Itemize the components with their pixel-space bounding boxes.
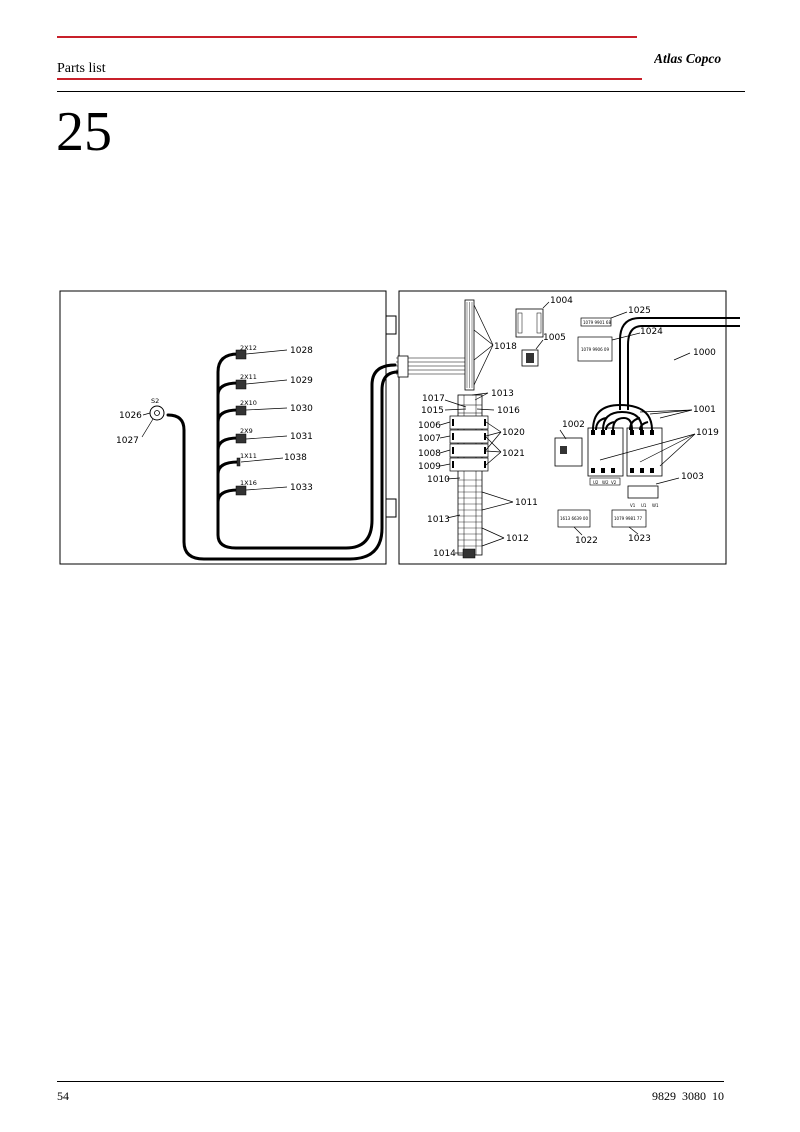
callout-1013-top: 1013 <box>491 389 514 399</box>
footer-rule <box>57 1081 724 1082</box>
door-panel <box>59 290 387 565</box>
callout-1027: 1027 <box>116 436 139 446</box>
callout-1024: 1024 <box>640 327 663 337</box>
terminal-v2: V2 <box>611 480 617 485</box>
header-bottom-rule <box>57 78 642 80</box>
plate-1024: 1079 9906 09 <box>581 347 609 352</box>
callout-1002: 1002 <box>562 420 585 430</box>
callout-1021: 1021 <box>502 449 525 459</box>
callout-1022: 1022 <box>575 536 598 546</box>
section-number: 25 <box>56 101 112 163</box>
callout-1020: 1020 <box>502 428 525 438</box>
connector-2x9: 2X9 <box>240 427 253 435</box>
connector-2x11: 2X11 <box>240 373 257 381</box>
callout-1016: 1016 <box>497 406 520 416</box>
callout-1038: 1038 <box>284 453 307 463</box>
callout-1000: 1000 <box>693 348 716 358</box>
terminal-u1: U1 <box>641 503 647 508</box>
cabinet-panel <box>398 290 727 565</box>
footer-page-number: 54 <box>57 1089 69 1103</box>
switch-s2: S2 <box>151 397 159 405</box>
callout-1011: 1011 <box>515 498 538 508</box>
header-full-rule <box>57 91 745 92</box>
callout-1025: 1025 <box>628 306 651 316</box>
terminal-u2: U2 <box>593 480 599 485</box>
callout-1001: 1001 <box>693 405 716 415</box>
callout-1010: 1010 <box>427 475 450 485</box>
footer-doc-number: 9829 3080 10 <box>652 1089 724 1103</box>
callout-1029: 1029 <box>290 376 313 386</box>
callout-1005: 1005 <box>543 333 566 343</box>
callout-1004: 1004 <box>550 296 573 306</box>
callout-1006: 1006 <box>418 421 441 431</box>
connector-2x12: 2X12 <box>240 344 257 352</box>
wiring-diagram: 2X12 2X11 2X10 2X9 1X11 1X16 1028 1029 1… <box>59 290 740 565</box>
terminal-w1: W1 <box>652 503 659 508</box>
connector-2x10: 2X10 <box>240 399 257 407</box>
plate-1023: 1079 9981 77 <box>614 516 642 521</box>
callout-1003: 1003 <box>681 472 704 482</box>
callout-1014: 1014 <box>433 549 456 559</box>
callout-1007: 1007 <box>418 434 441 444</box>
plate-1025: 1079 9901 68 <box>583 320 611 325</box>
header-title: Parts list <box>57 61 106 76</box>
callout-1033: 1033 <box>290 483 313 493</box>
callout-1008: 1008 <box>418 449 441 459</box>
callout-1031: 1031 <box>290 432 313 442</box>
callout-1023: 1023 <box>628 534 651 544</box>
callout-1030: 1030 <box>290 404 313 414</box>
svg-text:Atlas Copco: Atlas Copco <box>654 51 721 66</box>
callout-1013-bottom: 1013 <box>427 515 450 525</box>
header-top-rule <box>57 36 637 38</box>
connector-1x16: 1X16 <box>240 479 257 487</box>
callout-1019: 1019 <box>696 428 719 438</box>
plate-1022: 1613 6639 00 <box>560 516 588 521</box>
atlas-copco-logo: Atlas Copco <box>654 51 721 66</box>
terminal-w2: W2 <box>602 480 609 485</box>
callout-1026: 1026 <box>119 411 142 421</box>
callout-1018: 1018 <box>494 342 517 352</box>
callout-1015: 1015 <box>421 406 444 416</box>
callout-1012: 1012 <box>506 534 529 544</box>
callout-1009: 1009 <box>418 462 441 472</box>
callout-1028: 1028 <box>290 346 313 356</box>
terminal-v1: V1 <box>630 503 636 508</box>
connector-1x11: 1X11 <box>240 452 257 460</box>
callout-1017: 1017 <box>422 394 445 404</box>
